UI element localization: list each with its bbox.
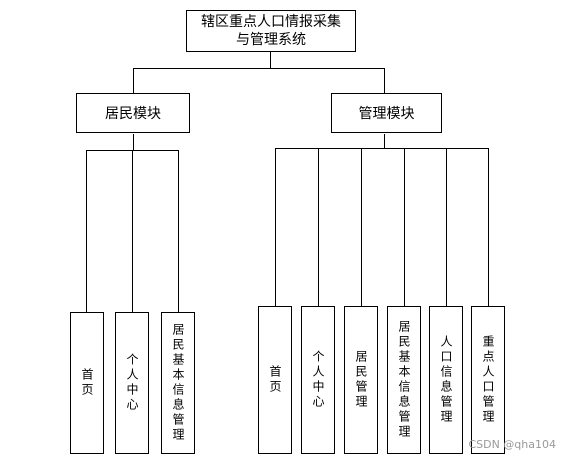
leaf-label: 个人中心 [311,350,325,410]
leaf-label: 居民管理 [354,350,368,410]
leaf-label: 首页 [80,368,94,398]
leaf-node-resident-basic-info: 居民基本信息管理 [161,312,195,454]
leaf-label: 人口信息管理 [439,335,453,425]
root-title-line1: 辖区重点人口情报采集 [201,14,341,30]
root-node: 辖区重点人口情报采集 与管理系统 [186,10,356,52]
watermark-text: CSDN @qha104 [468,438,556,451]
leaf-node-resident-personal-center: 个人中心 [115,312,149,454]
leaf-label: 首页 [268,365,282,395]
leaf-label: 重点人口管理 [481,335,495,425]
leaf-node-admin-home: 首页 [258,306,292,454]
module-label: 管理模块 [358,106,415,122]
root-title-line2: 与管理系统 [236,32,306,48]
leaf-label: 个人中心 [125,353,139,413]
leaf-node-admin-resident-manage: 居民管理 [344,306,378,454]
leaf-node-admin-basic-info: 居民基本信息管理 [387,306,421,454]
module-label: 居民模块 [105,106,161,122]
module-node-management: 管理模块 [331,93,442,133]
module-node-resident: 居民模块 [76,93,190,133]
leaf-label: 居民基本信息管理 [397,320,411,440]
leaf-label: 居民基本信息管理 [171,323,185,443]
leaf-node-admin-key-population: 重点人口管理 [471,306,505,454]
leaf-node-admin-population-info: 人口信息管理 [429,306,463,454]
leaf-node-admin-personal-center: 个人中心 [301,306,335,454]
leaf-node-resident-home: 首页 [70,312,104,454]
